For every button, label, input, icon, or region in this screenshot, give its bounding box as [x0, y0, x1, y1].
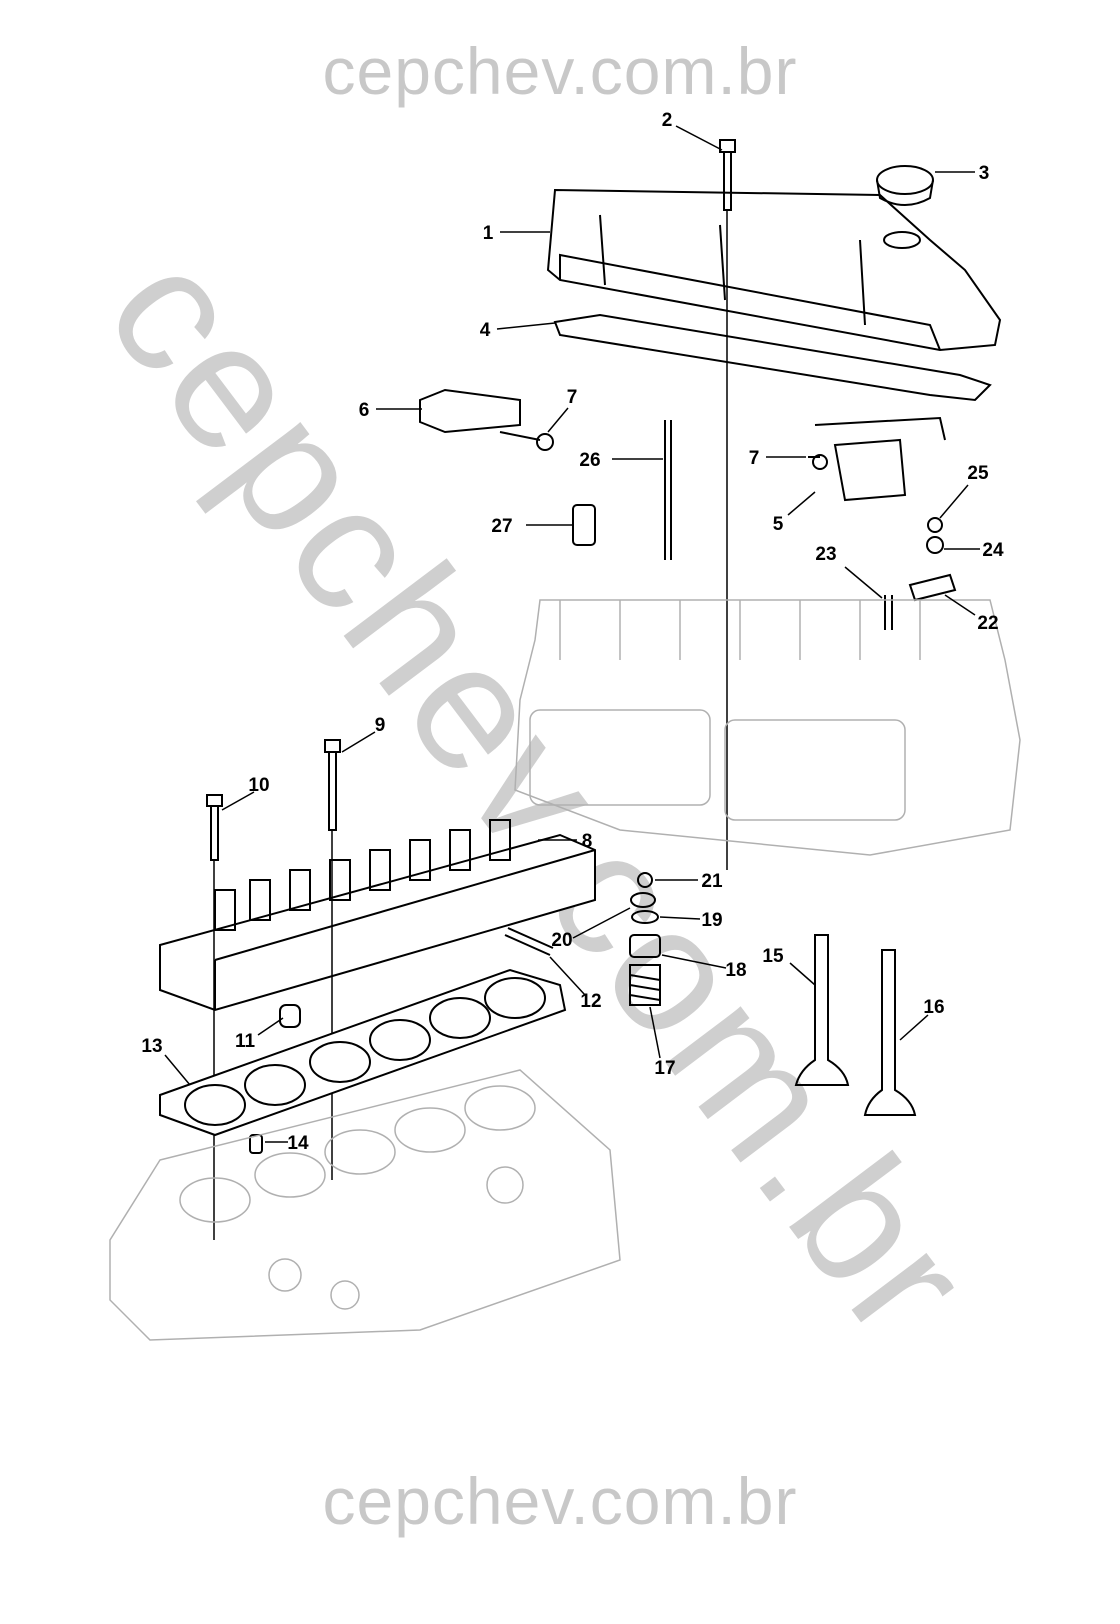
head-gasket — [159, 968, 567, 1137]
callout-number: 22 — [977, 613, 998, 634]
leader-line — [164, 1054, 191, 1086]
leader-line — [661, 954, 727, 969]
oil-filler-cap — [876, 165, 934, 195]
callout-number: 25 — [967, 463, 989, 484]
callout-number: 13 — [141, 1036, 162, 1057]
spring-cap — [629, 934, 661, 958]
valve-cover — [546, 188, 1002, 352]
leader-line — [547, 407, 569, 433]
watermark-top: cepchev.com.br — [322, 34, 798, 108]
valve-spring — [629, 964, 661, 1006]
leader-line — [257, 1017, 284, 1036]
cover-gasket — [553, 313, 992, 402]
bracket — [833, 438, 907, 502]
engine-assembly-upper — [514, 599, 1021, 856]
leader-line — [341, 731, 376, 753]
leader-line — [572, 907, 631, 939]
callout-number: 5 — [773, 514, 784, 535]
valve-lifter — [572, 504, 596, 546]
keeper — [637, 872, 653, 888]
washer — [631, 910, 659, 924]
callout-number: 20 — [551, 930, 572, 951]
head-bolt-short — [206, 794, 223, 861]
leader-line — [789, 962, 816, 986]
callout-number: 15 — [762, 946, 784, 967]
callout-number: 12 — [580, 991, 601, 1012]
rocker-arm — [908, 573, 957, 602]
leader-line — [939, 484, 969, 519]
callout-number: 7 — [567, 387, 578, 408]
leader-line — [787, 491, 816, 516]
valve-springs — [214, 819, 511, 931]
callout-number: 10 — [248, 775, 269, 796]
exhaust-valve — [863, 949, 917, 1116]
leader-line — [944, 594, 976, 616]
leader-line — [844, 566, 883, 599]
intake-valve — [794, 934, 850, 1086]
leader-line — [221, 791, 255, 811]
leader-line — [675, 125, 723, 151]
callout-number: 1 — [483, 223, 494, 244]
leader-line — [496, 322, 556, 330]
callout-number: 7 — [749, 448, 760, 469]
callout-number: 4 — [480, 320, 491, 341]
callout-number: 6 — [359, 400, 370, 421]
head-bolt — [324, 739, 341, 831]
callout-number: 24 — [982, 540, 1004, 561]
callout-number: 14 — [287, 1133, 309, 1154]
plug — [279, 1004, 301, 1028]
callout-number: 9 — [375, 715, 386, 736]
callout-number: 17 — [654, 1058, 675, 1079]
leader-line — [899, 1014, 929, 1041]
callout-number: 23 — [815, 544, 836, 565]
pushrod — [664, 420, 672, 560]
dowel — [249, 1134, 263, 1154]
seal — [630, 892, 656, 908]
callout-number: 21 — [701, 871, 723, 892]
cylinder-head — [159, 833, 596, 1012]
breather-housing — [419, 388, 521, 434]
callout-number: 18 — [725, 960, 746, 981]
callout-number: 26 — [579, 450, 600, 471]
leader-line — [659, 916, 701, 920]
callout-number: 3 — [979, 163, 990, 184]
stud — [504, 927, 554, 956]
engine-block — [109, 1069, 621, 1341]
callout-number: 2 — [662, 110, 673, 131]
leader-line — [649, 1006, 661, 1059]
callout-number: 11 — [235, 1031, 256, 1052]
callout-number: 8 — [582, 831, 593, 852]
callout-number: 16 — [923, 997, 944, 1018]
watermark-bottom: cepchev.com.br — [322, 1464, 798, 1538]
callout-number: 27 — [491, 516, 512, 537]
callout-number: 19 — [701, 910, 722, 931]
leader-line — [549, 956, 586, 996]
